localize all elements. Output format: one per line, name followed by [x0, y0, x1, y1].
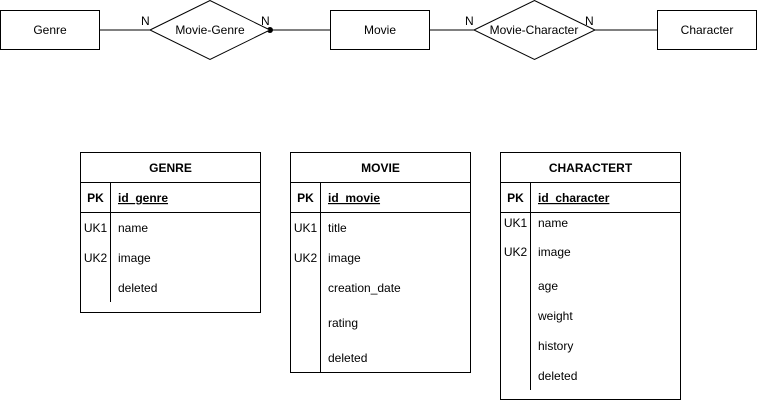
row-field: image — [118, 251, 151, 265]
row-field: creation_date — [328, 281, 401, 295]
cardinality-label: N — [261, 14, 270, 28]
relationship-movie-character-label: Movie-Character — [490, 23, 579, 37]
row-field: weight — [537, 309, 573, 323]
pk-field: id_movie — [328, 191, 380, 205]
pk-key: PK — [297, 191, 314, 205]
entity-movie[interactable]: Movie — [330, 10, 430, 50]
cardinality-label: N — [141, 14, 150, 28]
row-key: UK2 — [84, 251, 108, 265]
relationship-movie-genre[interactable]: Movie-Genre — [148, 0, 272, 61]
row-field: image — [538, 245, 571, 259]
pk-field: id_character — [538, 191, 610, 205]
entity-character-label: Character — [681, 23, 734, 37]
row-key: UK1 — [294, 221, 318, 235]
entity-genre[interactable]: Genre — [0, 10, 100, 50]
relationship-movie-genre-label: Movie-Genre — [175, 23, 245, 37]
row-field: name — [538, 216, 568, 230]
cardinality-label: N — [465, 14, 474, 28]
row-key: UK1 — [84, 221, 108, 235]
table-character[interactable]: CHARACTERT PK id_character UK1 name UK2 … — [500, 152, 681, 400]
table-movie[interactable]: MOVIE PK id_movie UK1 title UK2 image cr… — [290, 152, 471, 373]
pk-key: PK — [87, 191, 104, 205]
row-field: image — [328, 251, 361, 265]
row-field: name — [118, 221, 148, 235]
row-key: UK1 — [504, 216, 528, 230]
row-field: deleted — [538, 369, 577, 383]
row-field: deleted — [118, 281, 157, 295]
entity-character[interactable]: Character — [657, 10, 757, 50]
entity-movie-label: Movie — [364, 23, 396, 37]
row-field: deleted — [328, 351, 367, 365]
row-field: rating — [328, 316, 358, 330]
table-title: MOVIE — [361, 161, 400, 175]
table-title: GENRE — [149, 161, 192, 175]
table-title: CHARACTERT — [549, 161, 633, 175]
row-field: title — [328, 221, 347, 235]
row-field: history — [538, 339, 573, 353]
pk-key: PK — [507, 191, 524, 205]
row-key: UK2 — [504, 245, 528, 259]
row-field: age — [538, 279, 558, 293]
pk-field: id_genre — [118, 191, 168, 205]
cardinality-label: N — [585, 14, 594, 28]
table-genre[interactable]: GENRE PK id_genre UK1 name UK2 image del… — [80, 152, 261, 313]
row-key: UK2 — [294, 251, 318, 265]
relationship-movie-character[interactable]: Movie-Character — [472, 0, 597, 61]
entity-genre-label: Genre — [33, 23, 67, 37]
